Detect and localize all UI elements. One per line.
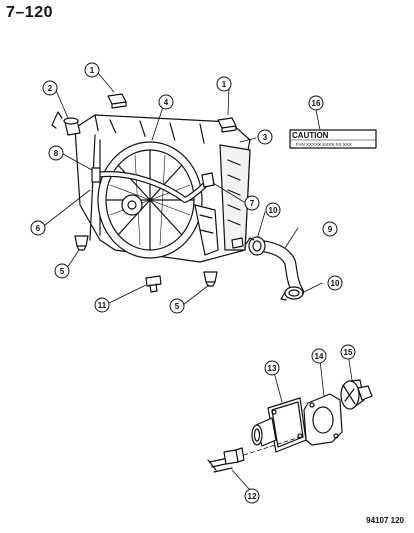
callout-10b: 10 [331,279,340,288]
callout-4: 4 [164,98,169,107]
housing-bolt [207,447,245,473]
callout-6: 6 [36,224,41,233]
caution-label-outline [289,129,377,149]
shroud-bolt [145,275,162,293]
callout-5b: 5 [175,302,180,311]
callout-5a: 5 [60,267,65,276]
callout-2: 2 [48,84,53,93]
thermostat [340,379,373,410]
callout-7: 7 [250,199,255,208]
radiator-shroud-assembly [51,111,251,263]
callout-1b: 1 [222,80,227,89]
assembly-center-line [243,436,301,456]
caution-label-text: FAN XXXXX XXXX XX XXX [296,142,352,147]
thermostat-gasket [303,393,343,446]
callout-9: 9 [328,225,333,234]
rubber-isolator-right [217,117,237,133]
callout-15: 15 [344,348,353,357]
callout-circles [30,62,356,504]
callout-3: 3 [263,133,268,142]
callout-1a: 1 [90,66,95,75]
rubber-isolator-left [107,93,127,109]
caution-label-title: CAUTION [292,131,329,140]
callout-8: 8 [54,149,59,158]
overflow-hose [91,167,215,203]
thermostat-housing [251,397,307,453]
lower-isolator-right [203,271,218,287]
leader-lines [44,72,353,491]
callout-16: 16 [312,99,321,108]
callout-11: 11 [98,301,107,310]
callout-14: 14 [315,352,324,361]
radiator-hose [245,236,304,301]
figure-id: 94107 120 [366,516,404,525]
callout-13: 13 [268,364,277,373]
page-number: 7–120 [6,4,53,21]
callout-10a: 10 [269,206,278,215]
callout-12: 12 [248,492,257,501]
lower-isolator-left [74,235,89,251]
